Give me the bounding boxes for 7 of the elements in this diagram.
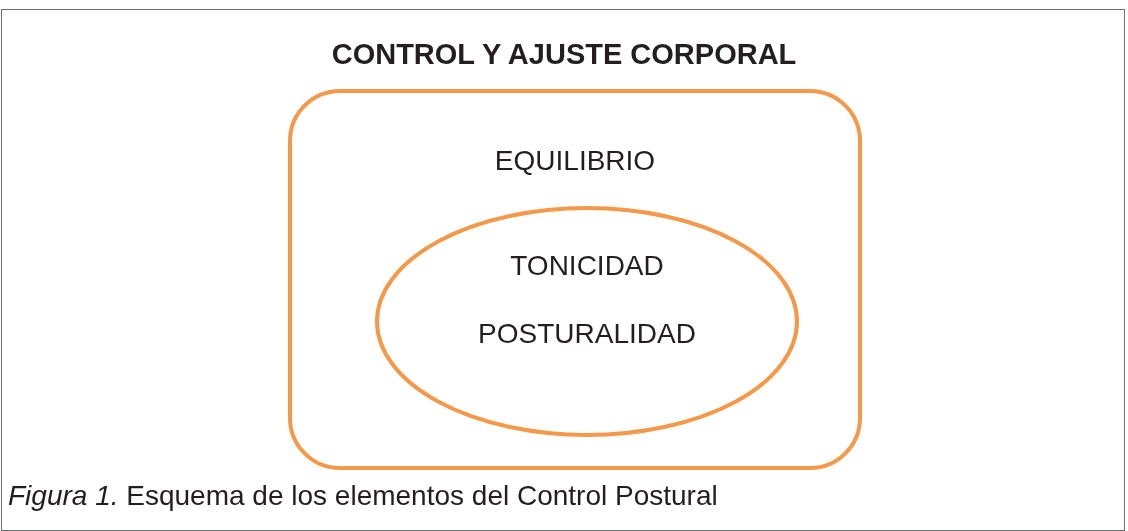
node-label: EQUILIBRIO (493, 145, 657, 177)
node-label: POSTURALIDAD (477, 318, 697, 350)
figure-caption: Figura 1. Esquema de los elementos del Control Postural (8, 480, 718, 512)
node-label: TONICIDAD (509, 250, 665, 282)
rounded-box (288, 89, 862, 470)
diagram-title: CONTROL Y AJUSTE CORPORAL (330, 38, 798, 71)
ellipse-shape (375, 206, 799, 437)
